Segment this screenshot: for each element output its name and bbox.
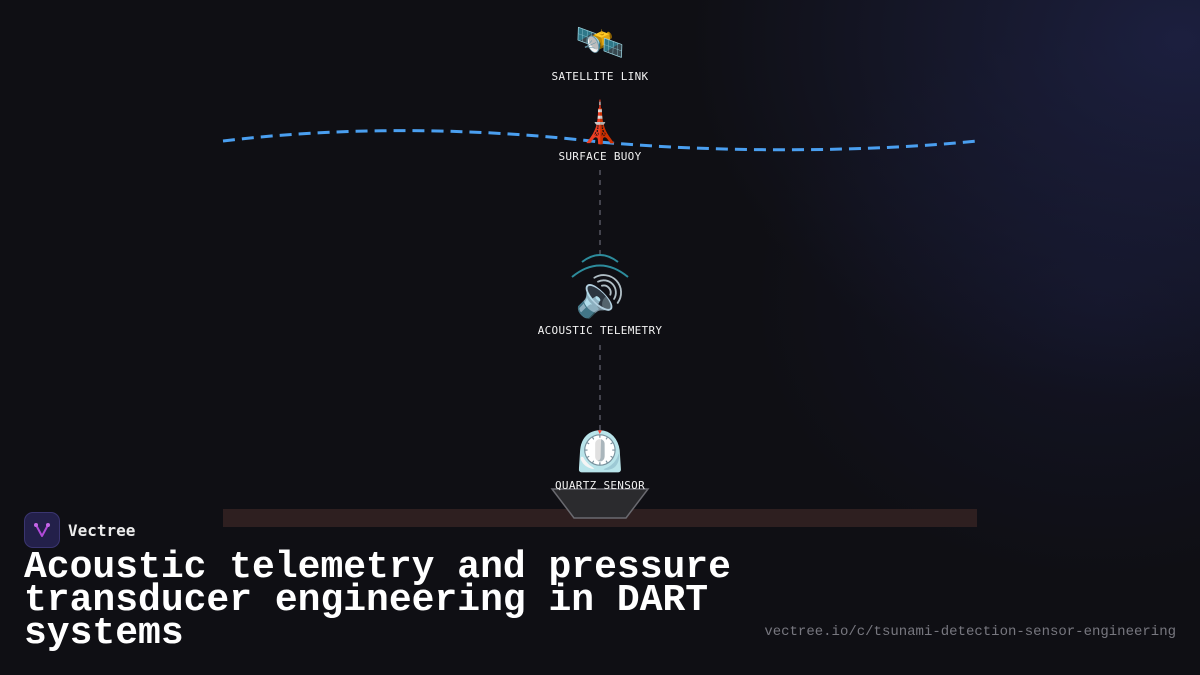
page-url: vectree.io/c/tsunami-detection-sensor-en… [764, 624, 1176, 640]
page-title: Acoustic telemetry and pressure transduc… [24, 546, 731, 655]
node-acoustic-telemetry: 🔊 ACOUSTIC TELEMETRY [538, 274, 663, 337]
node-label: QUARTZ SENSOR [555, 479, 645, 492]
node-label: ACOUSTIC TELEMETRY [537, 324, 663, 337]
vectree-logo-icon [34, 523, 50, 537]
node-surface-buoy: 🗼 SURFACE BUOY [558, 100, 641, 163]
tower-icon: 🗼 [575, 100, 625, 146]
acoustic-wave-inner [581, 254, 619, 263]
acoustic-wave-outer [571, 264, 629, 278]
timer-clock-icon: ⏲️ [575, 429, 625, 475]
node-label: SATELLITE LINK [551, 70, 649, 83]
node-satellite-link: 🛰️ SATELLITE LINK [552, 20, 649, 83]
node-quartz-sensor: ⏲️ QUARTZ SENSOR [555, 429, 645, 492]
brand-name: Vectree [68, 520, 136, 540]
satellite-icon: 🛰️ [575, 20, 625, 66]
node-label: SURFACE BUOY [558, 150, 642, 163]
brand-logo [24, 512, 60, 548]
speaker-icon: 🔊 [575, 274, 625, 320]
brand: Vectree [24, 512, 135, 548]
sensor-mount [550, 488, 650, 519]
